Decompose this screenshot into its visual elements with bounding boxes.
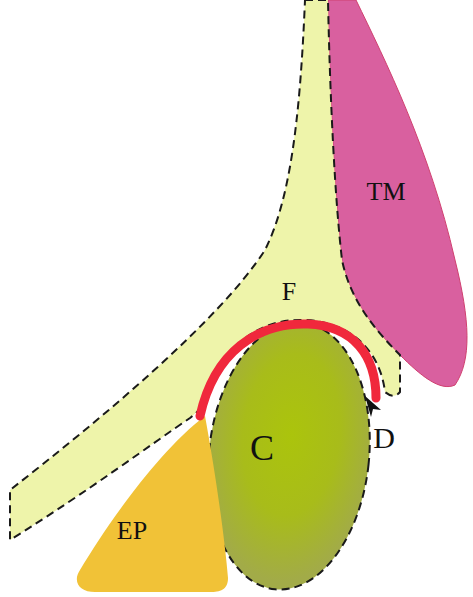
region-label: F xyxy=(282,278,296,307)
red-arc xyxy=(200,324,376,416)
pointer-arrowhead xyxy=(365,396,381,417)
region-label: TM xyxy=(367,178,406,207)
muscle-region: TM xyxy=(320,0,473,400)
shape-fill xyxy=(77,416,228,592)
region-label: EP xyxy=(117,517,147,546)
part-label: D xyxy=(373,421,395,454)
shape-outline xyxy=(65,405,235,597)
region-label: C xyxy=(250,429,274,469)
region-ep: EP xyxy=(65,405,235,597)
